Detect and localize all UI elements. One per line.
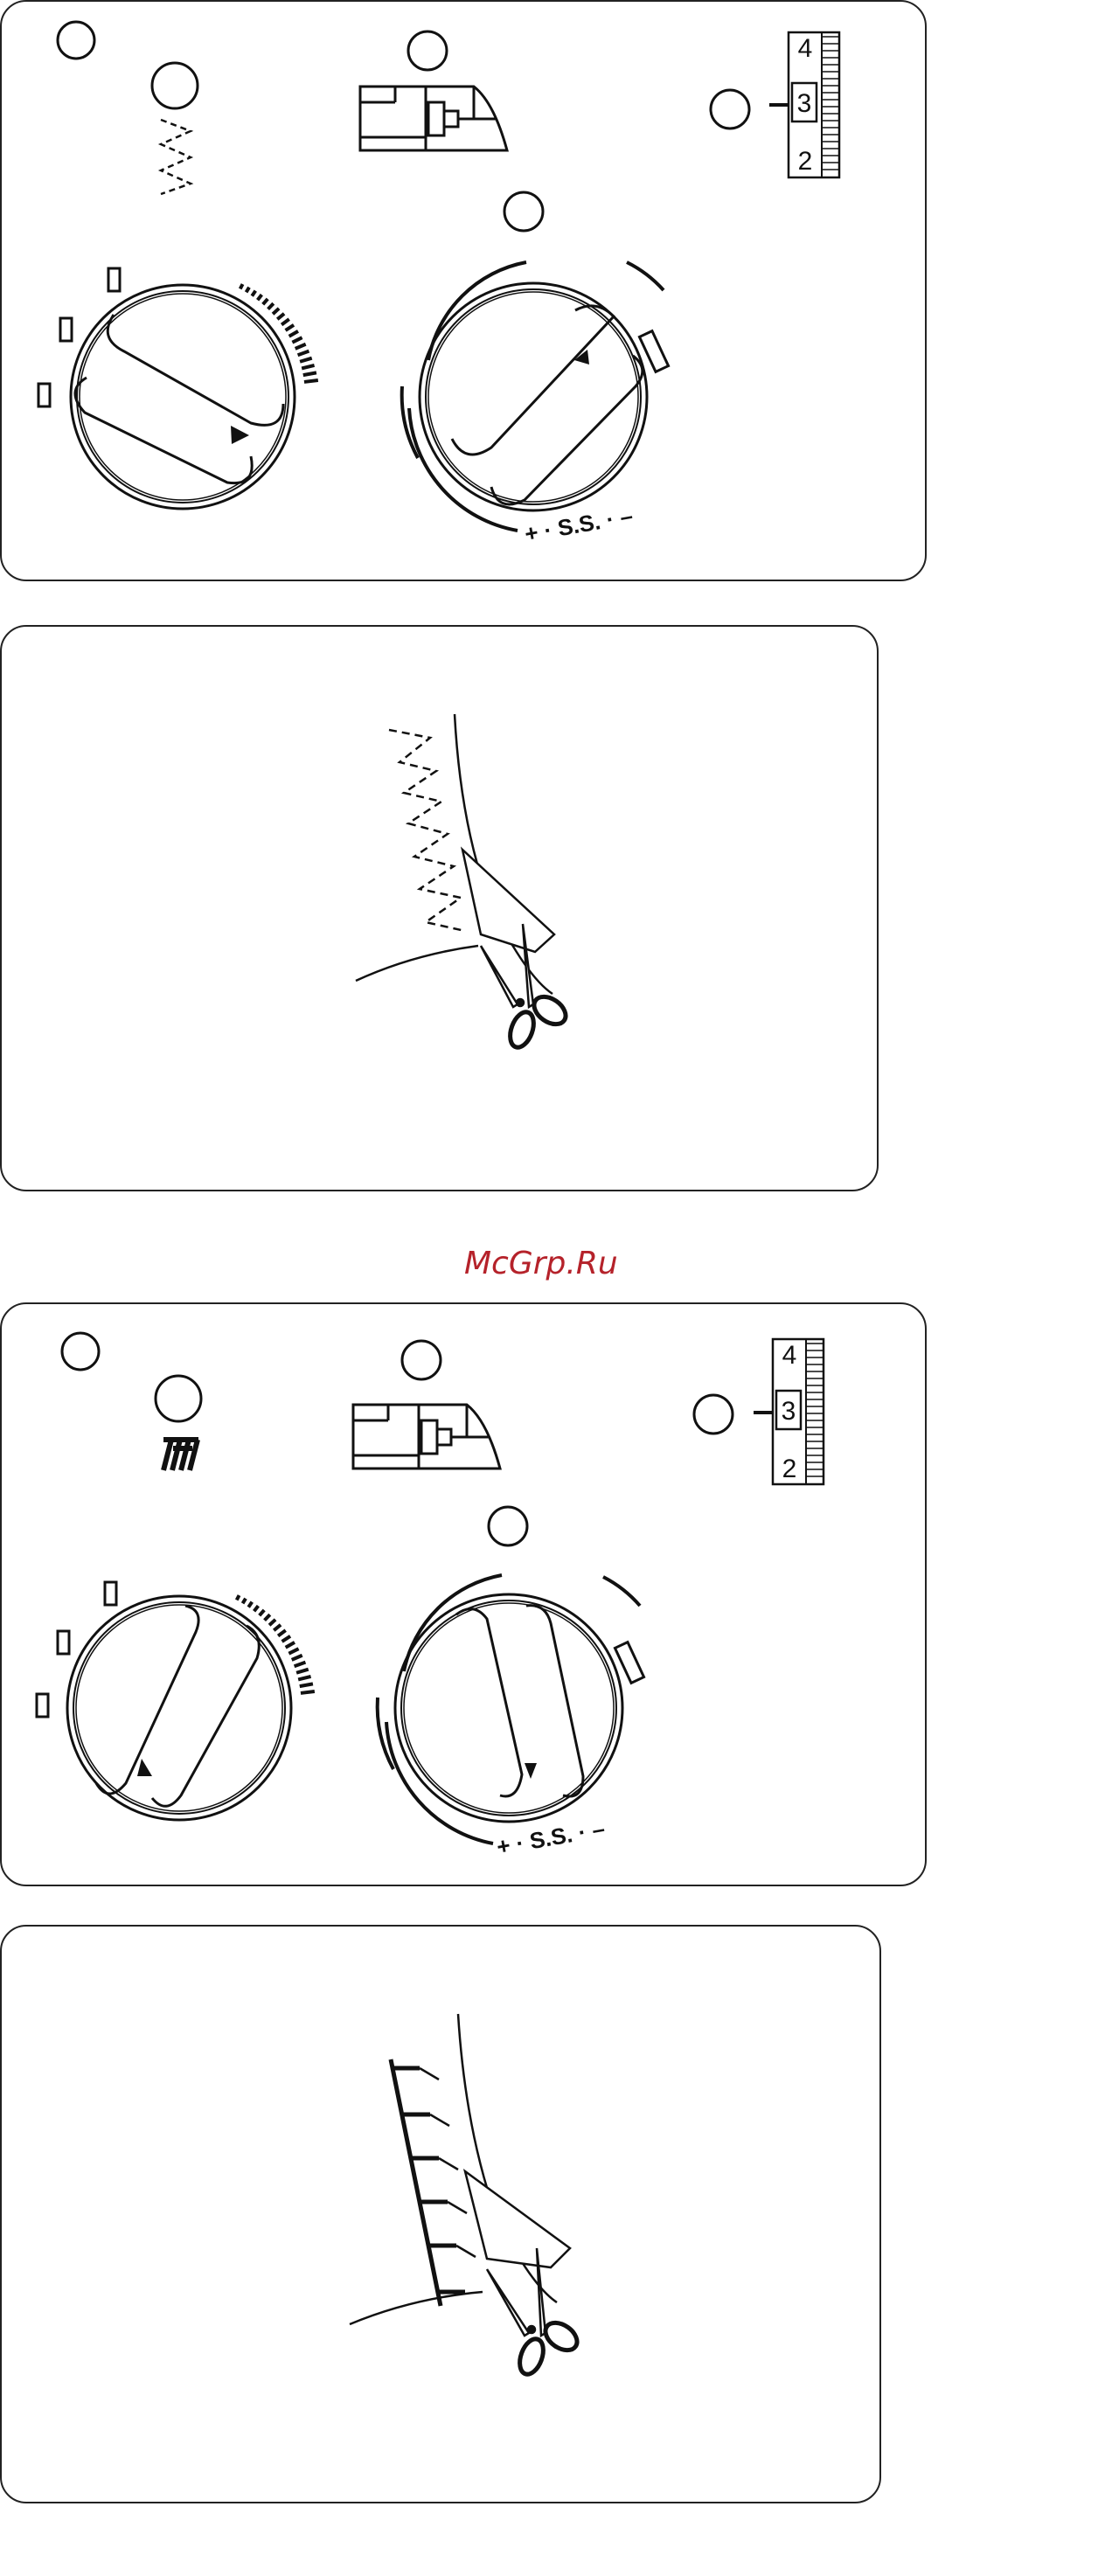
dial-grip <box>456 1606 583 1796</box>
hatch-line <box>248 1602 252 1607</box>
callout-circle-a <box>58 22 94 59</box>
panel-blind-stitch-settings: 4 3 2 + · S.S. · <box>0 1302 927 1886</box>
panel-zigzag-settings: 4 3 2 + · <box>0 0 927 581</box>
presser-foot-icon <box>353 1405 500 1469</box>
hatch-line <box>281 319 289 324</box>
dial-pointer <box>137 1759 152 1776</box>
scissors-icon <box>487 2248 582 2378</box>
pressure-label-3: 3 <box>797 89 812 118</box>
hatch-line <box>263 299 268 304</box>
zigzag-stitch-icon <box>161 120 191 194</box>
hatch-line <box>273 309 279 314</box>
hatch-line <box>252 291 255 296</box>
hatch-line <box>295 344 306 349</box>
hatch-line <box>296 1670 309 1673</box>
callout-circle-e <box>504 192 543 231</box>
hatch-line <box>258 295 262 300</box>
panel-blind-stitch-trim <box>0 1925 881 2503</box>
hatch-line <box>278 1630 286 1635</box>
hatch-line <box>300 358 312 362</box>
blind-stitch-seam <box>391 2059 465 2306</box>
hatch-line <box>302 365 314 368</box>
width-marker-small <box>108 268 120 291</box>
callout-circle-e <box>489 1507 527 1545</box>
dial-pointer <box>525 1763 537 1779</box>
fabric-edge <box>455 714 552 994</box>
hatch-line <box>254 1606 259 1611</box>
panel-zigzag-trim <box>0 625 879 1191</box>
stitch-leg <box>420 2068 439 2080</box>
width-marker-mid <box>60 318 72 341</box>
width-marker-large <box>37 1694 48 1717</box>
watermark: McGrp.Ru <box>464 1246 618 1281</box>
dial-grip <box>75 315 283 483</box>
pressure-label-4: 4 <box>782 1341 797 1370</box>
stitch-length-dial[interactable]: + · S.S. · – <box>378 1575 644 1860</box>
pressure-label-3: 3 <box>782 1397 796 1426</box>
hatch-line <box>292 1656 302 1660</box>
dial-pointer <box>231 426 249 444</box>
scissors-icon <box>481 924 571 1051</box>
hatch-line <box>292 337 302 343</box>
width-scale-hatch <box>240 284 318 382</box>
callout-circle-a <box>62 1333 99 1370</box>
hatch-line <box>289 331 298 337</box>
fabric-flap <box>465 2171 570 2267</box>
hatch-line <box>237 1595 240 1600</box>
presser-foot-icon <box>360 87 507 150</box>
hatch-line <box>298 1677 310 1679</box>
hatch-line <box>301 1691 315 1693</box>
blind-stitch-icon <box>163 1440 198 1470</box>
hatch-line <box>295 1663 306 1667</box>
hatch-line <box>300 1684 313 1686</box>
stitch-leg <box>439 2158 458 2170</box>
callout-circle-b <box>156 1376 201 1421</box>
hatch-line <box>286 325 294 330</box>
fabric-flap <box>462 850 554 952</box>
callout-circle-c <box>408 31 447 70</box>
fabric-edge <box>350 2292 483 2324</box>
hatch-line <box>304 380 318 382</box>
hatch-line <box>282 1636 290 1642</box>
width-marker-small <box>105 1582 116 1605</box>
hatch-line <box>286 1642 295 1648</box>
callout-circle-b <box>152 63 198 108</box>
zigzag-seam <box>389 730 465 931</box>
dial-grip <box>452 306 643 504</box>
width-marker-large <box>38 384 50 406</box>
callout-circle-c <box>402 1341 441 1379</box>
hatch-line <box>240 284 243 288</box>
hatch-line <box>274 1625 281 1630</box>
pressure-scale: 4 3 2 <box>754 1339 824 1484</box>
pressure-label-4: 4 <box>798 34 813 63</box>
stitch-width-dial[interactable] <box>37 1582 315 1820</box>
callout-circle-d <box>694 1395 733 1434</box>
callout-circle-d <box>711 90 749 128</box>
stitch-leg <box>456 2246 476 2257</box>
pressure-label-2: 2 <box>798 147 813 176</box>
pressure-scale: 4 3 2 <box>769 32 839 177</box>
width-scale-hatch <box>237 1595 315 1693</box>
pressure-label-2: 2 <box>782 1455 797 1483</box>
stitch-length-dial[interactable]: + · S.S. · – <box>402 262 669 547</box>
stitch-leg <box>430 2114 449 2126</box>
stitch-leg <box>448 2202 467 2213</box>
hatch-line <box>243 1599 246 1604</box>
hatch-line <box>303 372 316 375</box>
hatch-line <box>268 303 274 309</box>
hatch-line <box>298 351 309 356</box>
hatch-line <box>269 1620 275 1625</box>
hatch-line <box>247 288 249 293</box>
hatch-line <box>277 314 284 319</box>
hatch-line <box>265 1614 270 1620</box>
hatch-line <box>288 1649 298 1654</box>
width-marker-mid <box>58 1631 69 1654</box>
hatch-line <box>260 1610 264 1615</box>
dial-grip <box>96 1606 259 1806</box>
fabric-edge <box>356 946 478 981</box>
stitch-width-dial[interactable] <box>38 268 318 509</box>
